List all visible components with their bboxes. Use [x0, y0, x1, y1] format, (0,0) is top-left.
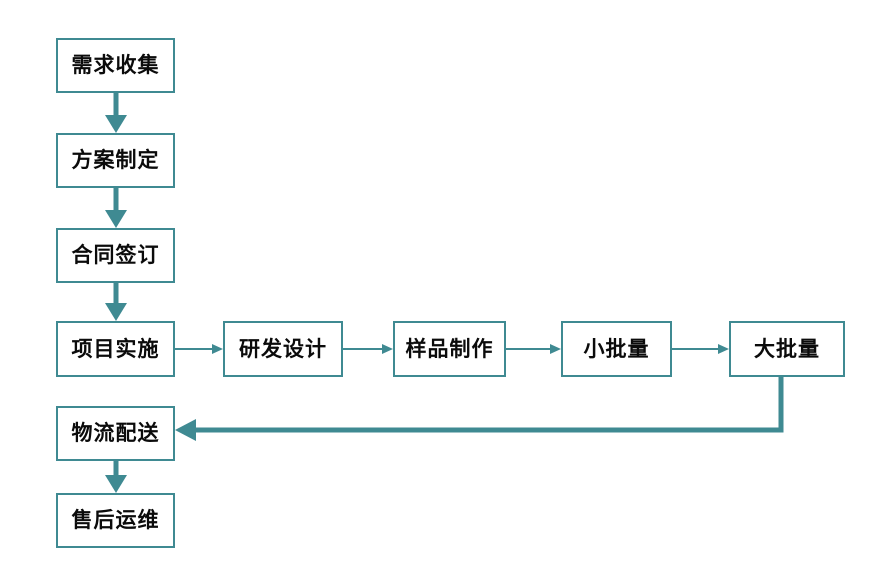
- node-project-implementation[interactable]: 项目实施: [56, 321, 175, 377]
- node-label: 售后运维: [71, 508, 160, 532]
- edge-req-to-plan: [105, 93, 127, 133]
- edge-logistics-to-service: [105, 461, 127, 493]
- edge-project-to-design: [175, 344, 223, 354]
- edge-contract-to-project: [105, 282, 127, 321]
- node-label: 物流配送: [71, 421, 160, 445]
- node-rd-design[interactable]: 研发设计: [223, 321, 343, 377]
- node-contract-signing[interactable]: 合同签订: [56, 228, 175, 283]
- node-label: 需求收集: [71, 53, 160, 77]
- node-logistics-delivery[interactable]: 物流配送: [56, 406, 175, 461]
- node-label: 小批量: [583, 336, 650, 361]
- node-sample-production[interactable]: 样品制作: [393, 321, 506, 377]
- node-label: 大批量: [754, 336, 820, 361]
- node-label: 合同签订: [71, 243, 160, 267]
- edge-design-to-sample: [343, 344, 393, 354]
- node-requirement-gathering[interactable]: 需求收集: [56, 38, 175, 93]
- node-plan-formulation[interactable]: 方案制定: [56, 133, 175, 188]
- node-label: 项目实施: [71, 336, 160, 361]
- edge-small-to-mass: [672, 344, 729, 354]
- node-label: 研发设计: [239, 336, 327, 361]
- edge-sample-to-small: [506, 344, 561, 354]
- node-label: 样品制作: [405, 336, 494, 361]
- node-label: 方案制定: [71, 148, 160, 172]
- node-small-batch[interactable]: 小批量: [561, 321, 672, 377]
- node-mass-production[interactable]: 大批量: [729, 321, 845, 377]
- edge-plan-to-contract: [105, 188, 127, 228]
- node-after-sales-service[interactable]: 售后运维: [56, 493, 175, 548]
- edge-mass-to-logistics: [175, 377, 784, 441]
